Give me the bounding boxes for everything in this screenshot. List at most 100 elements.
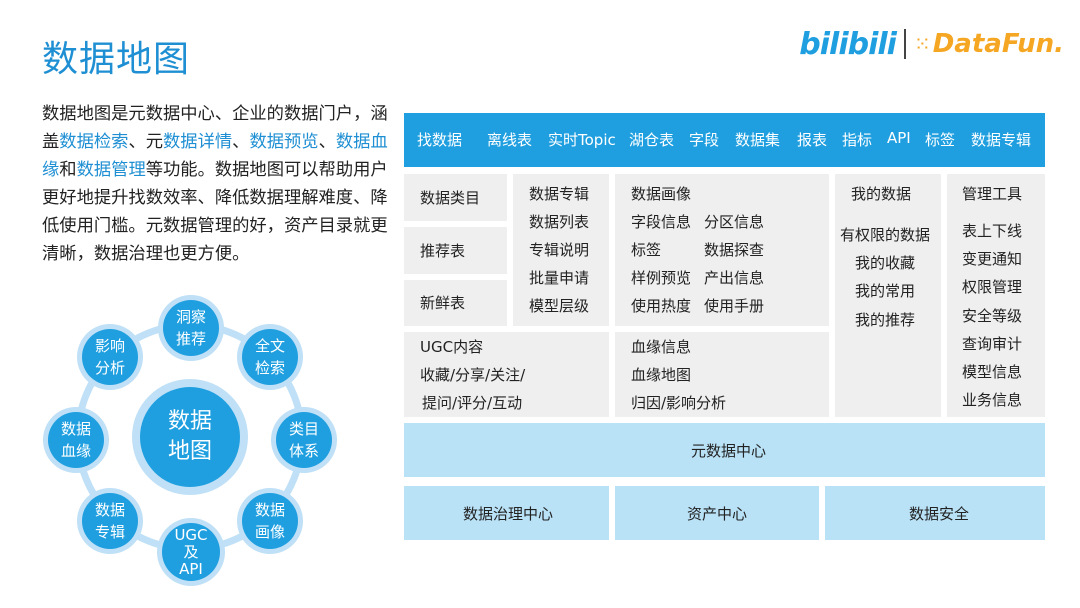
- metadata-center-bar: 元数据中心: [404, 423, 1045, 477]
- admin-item: 权限管理: [962, 278, 1023, 296]
- portrait-box: 数据画像 字段信息 分区信息 标签 数据探查 样例预览 产出信息 使用热度 使用…: [615, 174, 829, 326]
- portrait-item: 数据探查: [704, 241, 765, 259]
- album-item: 数据列表: [529, 213, 590, 231]
- my-data-box: 我的数据 有权限的数据 我的收藏 我的常用 我的推荐: [835, 174, 941, 417]
- intro-highlight: 数据检索: [59, 132, 129, 152]
- bilibili-logo: bilibili: [799, 26, 897, 62]
- asset-center-box: 资产中心: [615, 486, 819, 540]
- node-line: 专辑: [94, 523, 125, 541]
- admin-item: 业务信息: [962, 391, 1023, 409]
- type-dataset: 数据集: [735, 131, 781, 149]
- type-tag: 标签: [925, 131, 956, 149]
- datafun-dots-icon: ⁙: [913, 32, 931, 56]
- type-offline-table: 离线表: [487, 131, 533, 149]
- cycle-node-album: 数据专辑: [82, 493, 138, 549]
- admin-title: 管理工具: [962, 185, 1023, 203]
- type-lakehouse-table: 湖仓表: [629, 131, 675, 149]
- cycle-node-fulltext: 全文检索: [242, 329, 298, 385]
- ugc-box: UGC内容 收藏/分享/关注/ 提问/评分/互动: [404, 332, 609, 417]
- category-label: 数据类目: [420, 189, 481, 207]
- node-line: 及: [183, 542, 199, 561]
- brand-logos: bilibili ⁙ DataFun.: [799, 26, 1064, 62]
- node-line: 地图: [167, 439, 212, 464]
- node-line: UGC: [174, 525, 208, 544]
- page-title: 数据地图: [42, 39, 191, 80]
- my-data-title: 我的数据: [851, 185, 912, 203]
- intro-text: 、: [232, 132, 250, 152]
- my-data-item: 我的常用: [855, 282, 916, 300]
- cycle-node-impact: 影响分析: [82, 329, 138, 385]
- album-item: 模型层级: [529, 297, 590, 315]
- intro-highlight: 数据血缘: [42, 132, 388, 180]
- intro-text: 、元: [128, 132, 164, 152]
- fresh-table-box: 新鲜表: [404, 280, 507, 326]
- category-box: 数据类目: [404, 174, 507, 221]
- logo-divider: [903, 29, 906, 59]
- portrait-item: 产出信息: [704, 269, 765, 287]
- portrait-item: 样例预览: [631, 269, 692, 287]
- type-report: 报表: [797, 131, 828, 149]
- intro-text: 、: [318, 132, 336, 152]
- portrait-item: 字段信息: [631, 213, 692, 231]
- asset-center-label: 资产中心: [687, 505, 748, 523]
- album-item: 专辑说明: [529, 241, 590, 259]
- album-item: 批量申请: [529, 269, 590, 287]
- node-line: 分析: [94, 359, 125, 377]
- intro-paragraph: 数据地图是元数据中心、企业的数据门户，涵盖数据检索、元数据详情、数据预览、数据血…: [42, 100, 388, 268]
- type-data-album: 数据专辑: [971, 131, 1032, 149]
- node-line: 数据: [94, 501, 125, 519]
- recommend-table-label: 推荐表: [420, 242, 466, 260]
- cycle-node-lineage: 数据血缘: [48, 412, 104, 468]
- intro-highlight: 数据预览: [249, 132, 319, 152]
- node-line: API: [179, 559, 203, 578]
- ugc-title: UGC内容: [420, 338, 484, 356]
- admin-item: 查询审计: [962, 335, 1023, 353]
- portrait-item: 标签: [631, 241, 662, 259]
- intro-text: 数据地图是元数据中心、企业的数据门户，涵盖: [42, 104, 388, 152]
- type-api: API: [887, 129, 911, 147]
- node-line: 全文: [254, 337, 285, 355]
- intro-highlight: 数据详情: [163, 132, 233, 152]
- lineage-box: 血缘信息 血缘地图 归因/影响分析: [615, 332, 829, 417]
- datafun-logo: DataFun.: [932, 29, 1064, 59]
- node-line: 洞察: [175, 308, 206, 326]
- node-line: 数据: [60, 420, 91, 438]
- admin-item: 变更通知: [962, 250, 1023, 268]
- node-line: 推荐: [175, 330, 206, 348]
- fresh-table-label: 新鲜表: [420, 294, 466, 312]
- cycle-node-insight: 洞察推荐: [163, 300, 219, 356]
- album-item: 数据专辑: [529, 185, 590, 203]
- type-metric: 指标: [842, 131, 873, 149]
- governance-center-label: 数据治理中心: [463, 505, 554, 523]
- admin-item: 表上下线: [962, 222, 1023, 240]
- album-box: 数据专辑 数据列表 专辑说明 批量申请 模型层级: [513, 174, 609, 326]
- cycle-node-portrait: 数据画像: [242, 493, 298, 549]
- my-data-item: 我的收藏: [855, 254, 916, 272]
- node-line: 血缘: [60, 442, 91, 460]
- portrait-title: 数据画像: [631, 185, 692, 203]
- intro-text: 等功能。数据地图可以帮助用户更好地提升找数效率、降低数据理解难度、降低使用门槛。…: [42, 160, 388, 264]
- lineage-item: 归因/影响分析: [631, 394, 727, 412]
- admin-item: 模型信息: [962, 363, 1023, 381]
- portrait-item: 使用手册: [704, 297, 765, 315]
- ugc-item: 收藏/分享/关注/: [420, 366, 526, 384]
- node-line: 数据: [254, 501, 285, 519]
- governance-center-box: 数据治理中心: [404, 486, 609, 540]
- lineage-title: 血缘信息: [631, 338, 692, 356]
- intro-highlight: 数据管理: [76, 160, 146, 180]
- recommend-table-box: 推荐表: [404, 227, 507, 274]
- data-security-box: 数据安全: [825, 486, 1045, 540]
- ugc-item: 提问/评分/互动: [422, 394, 523, 412]
- find-data-label: 找数据: [417, 131, 463, 149]
- node-line: 画像: [254, 523, 285, 541]
- cycle-node-category: 类目体系: [276, 412, 332, 468]
- intro-text: 和: [59, 160, 77, 180]
- my-data-item: 我的推荐: [855, 311, 916, 329]
- node-line: 数据: [167, 409, 212, 434]
- my-data-item: 有权限的数据: [840, 226, 931, 244]
- type-field: 字段: [689, 131, 720, 149]
- find-data-bar: 找数据 离线表 实时Topic 湖仓表 字段 数据集 报表 指标 API 标签 …: [404, 113, 1045, 167]
- center-node: 数据地图: [140, 387, 240, 487]
